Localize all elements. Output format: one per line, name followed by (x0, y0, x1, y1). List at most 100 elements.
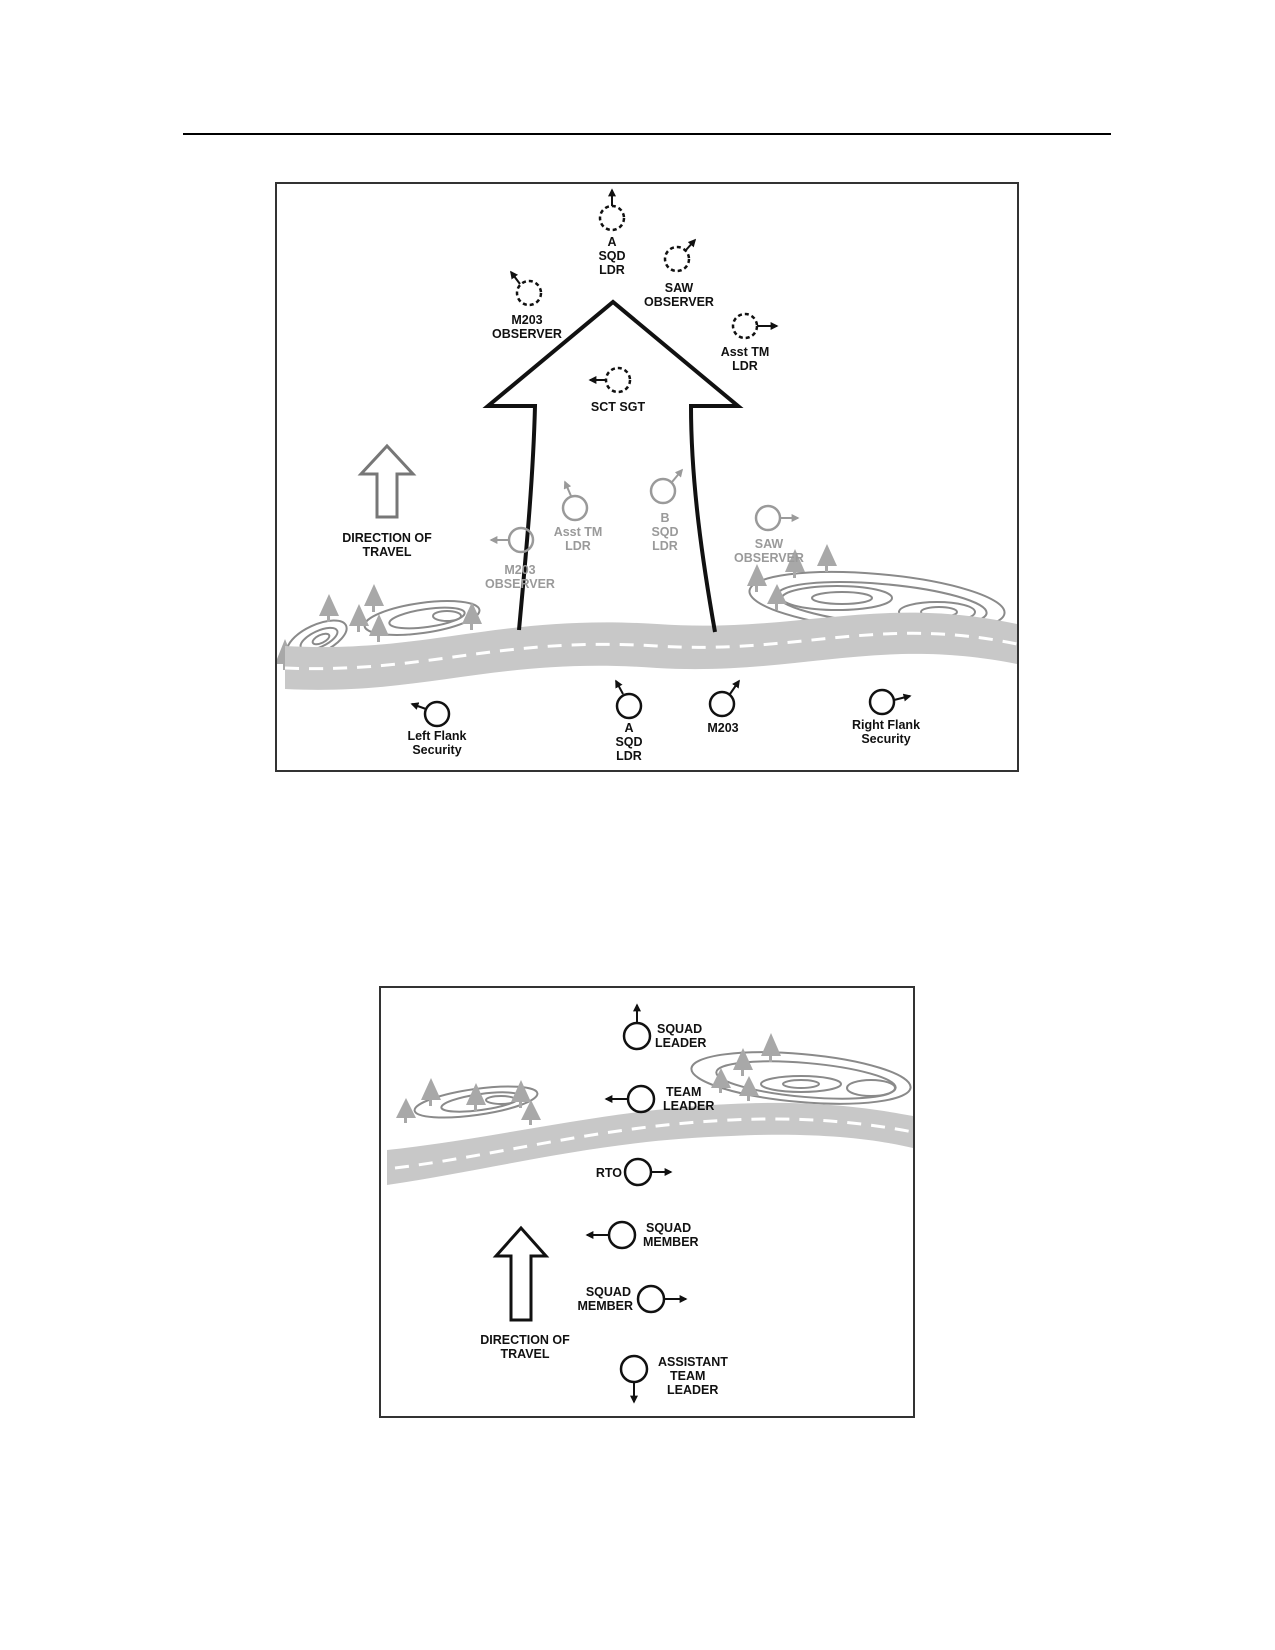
label: SAW (665, 281, 694, 295)
direction-label: DIRECTION OF TRAVEL (342, 531, 432, 559)
scout-icon (663, 245, 691, 273)
soldier-icon (626, 1084, 656, 1114)
label: TEAM (666, 1085, 701, 1099)
marker-asst-tm-ldr-gray: Asst TM LDR (554, 480, 603, 553)
direction-label-line-2: TRAVEL (500, 1347, 549, 1361)
label: RTO (596, 1166, 622, 1180)
marker-left-flank-security: Left Flank Security (407, 700, 467, 757)
direction-label-line-1: DIRECTION OF (342, 531, 432, 545)
label: Security (861, 732, 910, 746)
arrow-up-right-icon (671, 468, 684, 483)
figure-scout-formation: DIRECTION OF TRAVEL A SQD LDR M203 OBSER… (275, 182, 1019, 772)
marker-sct-sgt: SCT SGT (588, 366, 645, 414)
trees-left-icon (396, 1078, 541, 1125)
direction-label-line-2: TRAVEL (362, 545, 411, 559)
soldier-icon (868, 688, 896, 716)
label: M203 (707, 721, 738, 735)
label: OBSERVER (492, 327, 562, 341)
label: Asst TM (554, 525, 603, 539)
label: LDR (616, 749, 642, 763)
marker-m203-observer-gray: M203 OBSERVER (485, 526, 555, 591)
marker-team-leader: TEAM LEADER (604, 1084, 714, 1114)
label: OBSERVER (485, 577, 555, 591)
scout-icon (598, 204, 626, 232)
figure-2-canvas: DIRECTION OF TRAVEL SQUAD LEADER TEAM LE… (387, 1003, 913, 1404)
soldier-icon (615, 692, 643, 720)
soldier-icon (649, 477, 677, 505)
label: TEAM (670, 1369, 705, 1383)
label: ASSISTANT (658, 1355, 728, 1369)
soldier-icon (561, 494, 589, 522)
direction-arrow-icon (492, 1225, 550, 1322)
soldier-icon (607, 1220, 637, 1250)
label: LEADER (655, 1036, 706, 1050)
road-center-line (394, 1117, 913, 1170)
label: LDR (565, 539, 591, 553)
soldier-icon (507, 526, 535, 554)
movement-arrow (482, 299, 744, 633)
marker-saw-observer: SAW OBSERVER (644, 238, 714, 309)
trees-right-icon (711, 1033, 781, 1101)
label: SQUAD (586, 1285, 631, 1299)
soldier-icon (708, 690, 736, 718)
label: SQD (598, 249, 625, 263)
road (285, 612, 1017, 690)
arrow-right-icon (893, 693, 912, 702)
soldier-icon (623, 1157, 653, 1187)
arrow-up-left-icon (615, 679, 624, 695)
marker-squad-member-2: SQUAD MEMBER (577, 1284, 688, 1314)
marker-a-sqd-ldr-road: A SQD LDR (615, 679, 643, 763)
label: SAW (755, 537, 784, 551)
label: B (660, 511, 669, 525)
soldier-icon (622, 1021, 652, 1051)
marker-m203-observer: M203 OBSERVER (492, 270, 562, 341)
marker-b-sqd-ldr: B SQD LDR (649, 468, 684, 553)
figure-file-formation: DIRECTION OF TRAVEL SQUAD LEADER TEAM LE… (379, 986, 915, 1418)
soldier-icon (636, 1284, 666, 1314)
soldier-icon (754, 504, 782, 532)
label: SQUAD (657, 1022, 702, 1036)
marker-assistant-team-leader: ASSISTANT TEAM LEADER (619, 1354, 728, 1404)
label: LDR (732, 359, 758, 373)
marker-saw-observer-gray: SAW OBSERVER (734, 504, 804, 565)
label: LEADER (663, 1099, 714, 1113)
label: OBSERVER (734, 551, 804, 565)
marker-squad-leader: SQUAD LEADER (622, 1003, 706, 1051)
figure-1-canvas: DIRECTION OF TRAVEL A SQD LDR M203 OBSER… (277, 188, 1017, 763)
label: SQUAD (646, 1221, 691, 1235)
arrow-up-left-icon (410, 702, 427, 710)
label: MEMBER (577, 1299, 633, 1313)
scout-icon (604, 366, 632, 394)
direction-arrow-icon (357, 443, 417, 519)
road-center-line (284, 631, 1017, 671)
marker-right-flank-security: Right Flank Security (852, 688, 920, 746)
label: MEMBER (643, 1235, 699, 1249)
label: SQD (615, 735, 642, 749)
soldier-icon (423, 700, 451, 728)
terrain-right-icon (690, 1051, 912, 1105)
label: A (607, 235, 616, 249)
scout-icon (731, 312, 759, 340)
direction-label-line-1: DIRECTION OF (480, 1333, 570, 1347)
label: SQD (651, 525, 678, 539)
marker-asst-tm-ldr: Asst TM LDR (721, 312, 779, 373)
arrow-up-left-icon (510, 270, 521, 285)
trees-left-icon (277, 584, 482, 670)
arrow-up-left-icon (563, 480, 572, 497)
label: OBSERVER (644, 295, 714, 309)
road (387, 1102, 913, 1185)
label: LDR (599, 263, 625, 277)
scout-icon (515, 279, 543, 307)
soldier-icon (619, 1354, 649, 1384)
arrow-up-right-icon (729, 679, 740, 695)
label: LEADER (667, 1383, 718, 1397)
marker-rto: RTO (596, 1157, 673, 1187)
label: Left Flank (407, 729, 466, 743)
header-rule (183, 133, 1111, 135)
label: Right Flank (852, 718, 920, 732)
arrow-up-right-icon (685, 238, 697, 251)
label: LDR (652, 539, 678, 553)
label: M203 (511, 313, 542, 327)
marker-a-sqd-ldr-top: A SQD LDR (598, 188, 626, 277)
label: A (624, 721, 633, 735)
